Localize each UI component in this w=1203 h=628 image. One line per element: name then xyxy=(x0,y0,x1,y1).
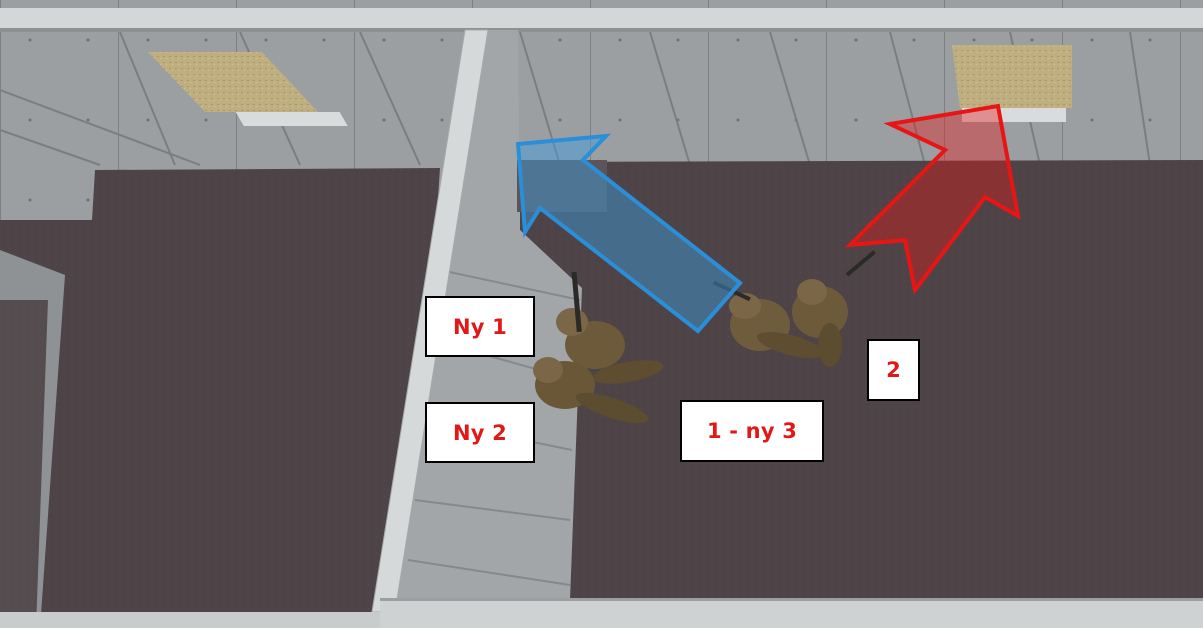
floor-right-room xyxy=(520,160,1203,600)
arrow-blue xyxy=(515,133,743,334)
sand-opening-right-ledge xyxy=(962,108,1066,122)
top-wall xyxy=(0,8,1203,32)
label-1-ny3-text: 1 - ny 3 xyxy=(706,419,798,443)
label-1-ny3: 1 - ny 3 xyxy=(680,400,824,462)
label-2-text: 2 xyxy=(886,358,901,382)
label-ny2-text: Ny 2 xyxy=(453,420,507,445)
sand-opening-left-ledge xyxy=(235,112,348,126)
bottom-wall xyxy=(0,598,1203,628)
label-2: 2 xyxy=(867,339,920,401)
label-ny2: Ny 2 xyxy=(425,402,535,463)
soldier-ny1 xyxy=(556,271,664,384)
floor-left-room xyxy=(0,168,440,628)
label-ny1-text: Ny 1 xyxy=(453,314,507,339)
soldier-2 xyxy=(792,250,876,367)
arrow-red xyxy=(844,103,1021,295)
soldier-ny2 xyxy=(533,357,649,424)
soldier-1ny3 xyxy=(712,280,823,359)
left-edge-floor xyxy=(0,300,48,628)
sand-opening-left xyxy=(148,52,318,112)
sand-opening-right xyxy=(952,45,1072,108)
label-ny1: Ny 1 xyxy=(425,296,535,357)
